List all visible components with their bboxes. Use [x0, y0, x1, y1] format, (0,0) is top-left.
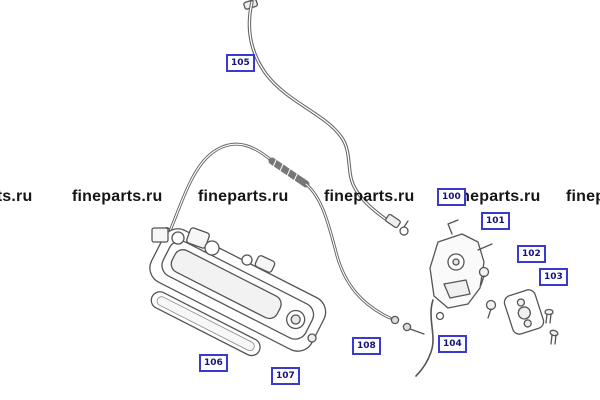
callout-part-107[interactable]: 107	[271, 367, 300, 385]
callout-part-105[interactable]: 105	[226, 54, 255, 72]
gasket-106-drawing	[150, 291, 261, 357]
callout-part-102[interactable]: 102	[517, 245, 546, 263]
watermark-text: fineparts.ru	[72, 188, 163, 205]
handle-assembly-drawing	[149, 227, 327, 352]
watermark-text: fineparts.ru	[324, 188, 415, 205]
watermark-text: fineparts.ru	[0, 188, 33, 205]
screws-103-drawing	[544, 308, 559, 345]
striker-102-drawing	[503, 289, 545, 335]
callout-part-101[interactable]: 101	[481, 212, 510, 230]
callout-part-100[interactable]: 100	[437, 188, 466, 206]
callout-part-106[interactable]: 106	[199, 354, 228, 372]
cable-105-drawing	[243, 0, 409, 236]
rod-104-drawing	[415, 299, 434, 377]
lock-latch-drawing	[429, 219, 493, 321]
watermark-text: fineparts.ru	[450, 188, 541, 205]
callout-part-108[interactable]: 108	[352, 337, 381, 355]
callout-part-103[interactable]: 103	[539, 268, 568, 286]
screws-101-drawing	[478, 266, 497, 319]
watermark-text: fineparts.ru	[198, 188, 289, 205]
watermark-text: fineparts.ru	[566, 188, 600, 205]
callout-part-104[interactable]: 104	[438, 335, 467, 353]
